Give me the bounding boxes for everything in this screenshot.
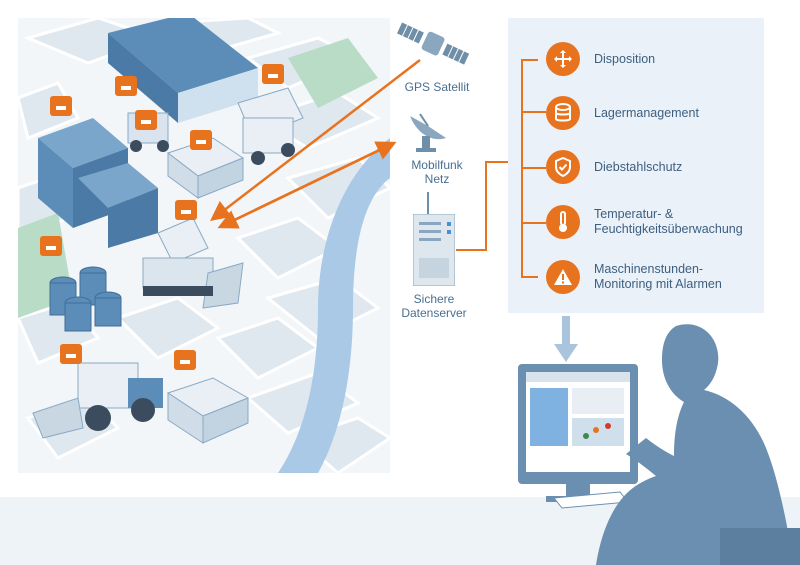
feature-lagermanagement: Lagermanagement [546,96,764,130]
antenna-dish-icon [410,113,446,152]
feature-label-line1: Maschinenstunden- [594,262,704,276]
feature-label-line2: Monitoring mit Alarmen [594,277,722,291]
mobile-network-label-line2: Netz [424,172,450,186]
feature-label: Diebstahlschutz [594,160,764,175]
feature-label-line2: Feuchtigkeitsüberwachung [594,222,743,236]
satellite-label: GPS Satellit [404,80,470,94]
feature-label-line1: Lagermanagement [594,105,699,120]
server-label: Sichere Datenserver [379,292,489,320]
feature-label: Disposition [594,52,764,67]
city-map-svg [18,18,390,473]
feature-disposition: Disposition [546,42,764,76]
mobile-network-label-line1: Mobilfunk [411,158,463,172]
feature-label-line1: Diebstahlschutz [594,159,683,174]
feature-label: Temperatur- & Feuchtigkeitsüberwachung [594,207,764,237]
database-icon [546,96,580,130]
server-label-line2: Datenserver [401,306,467,320]
user-at-monitor-illustration [518,324,800,565]
server-label-line1: Sichere [413,292,455,306]
move-arrows-icon [546,42,580,76]
shield-check-icon [546,150,580,184]
feature-label-line1: Disposition [594,51,656,66]
satellite-icon [397,22,470,65]
feature-temperatur: Temperatur- & Feuchtigkeitsüberwachung [546,205,764,239]
mobile-network-label: Mobilfunk Netz [382,158,492,186]
thermometer-icon [546,205,580,239]
feature-label: Maschinenstunden- Monitoring mit Alarmen [594,262,764,292]
warning-icon [546,260,580,294]
server-icon [413,214,455,286]
feature-diebstahlschutz: Diebstahlschutz [546,150,764,184]
feature-label: Lagermanagement [594,106,764,121]
feature-label-line1: Temperatur- & [594,207,674,221]
city-map-illustration [18,18,390,473]
feature-maschinenstunden: Maschinenstunden- Monitoring mit Alarmen [546,260,764,294]
feature-panel: Disposition Lagermanagement Diebstahlsch… [508,18,764,313]
